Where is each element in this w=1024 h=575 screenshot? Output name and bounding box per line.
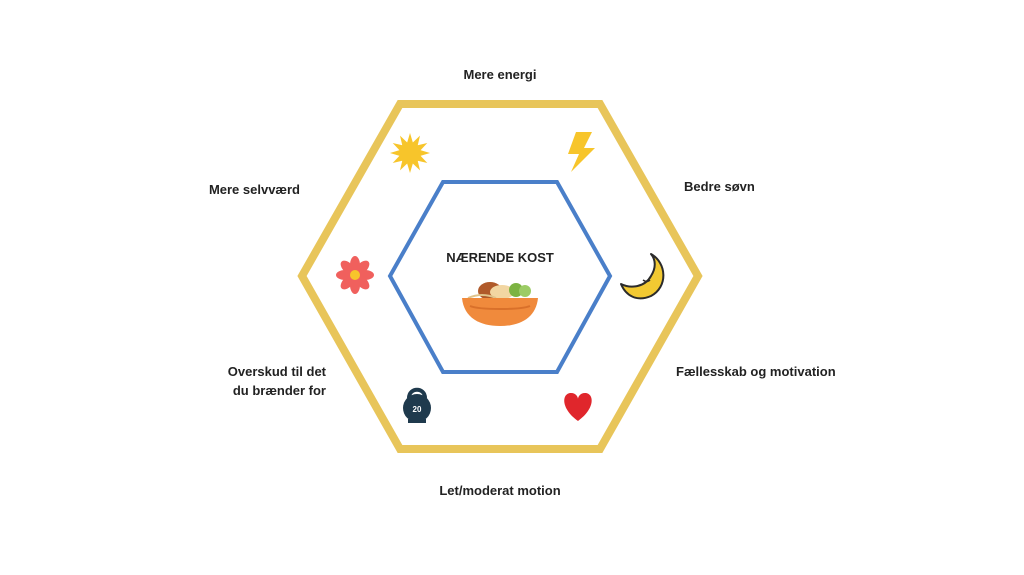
benefit-label-top: Mere energi bbox=[463, 67, 537, 82]
benefit-label-bottom-left: Overskud til det du brænder for bbox=[227, 364, 326, 398]
inner-hexagon bbox=[387, 180, 613, 374]
sun-icon bbox=[390, 133, 430, 173]
food-bowl-icon bbox=[462, 282, 538, 326]
heart-icon bbox=[564, 393, 592, 421]
outer-hexagon bbox=[297, 100, 703, 453]
flower-icon bbox=[336, 256, 374, 294]
center-title: NÆRENDE KOST bbox=[446, 250, 554, 265]
benefit-label-top-right: Bedre søvn bbox=[684, 179, 755, 194]
moon-icon bbox=[620, 253, 665, 300]
benefit-label-bottom: Let/moderat motion bbox=[439, 483, 561, 498]
lightning-icon bbox=[568, 132, 595, 172]
benefit-label-top-left: Mere selvværd bbox=[208, 182, 300, 197]
benefit-label-bottom-right: Fællesskab og motivation bbox=[676, 364, 836, 379]
kettlebell-icon: 20 bbox=[403, 387, 431, 423]
kettlebell-weight: 20 bbox=[413, 405, 422, 414]
